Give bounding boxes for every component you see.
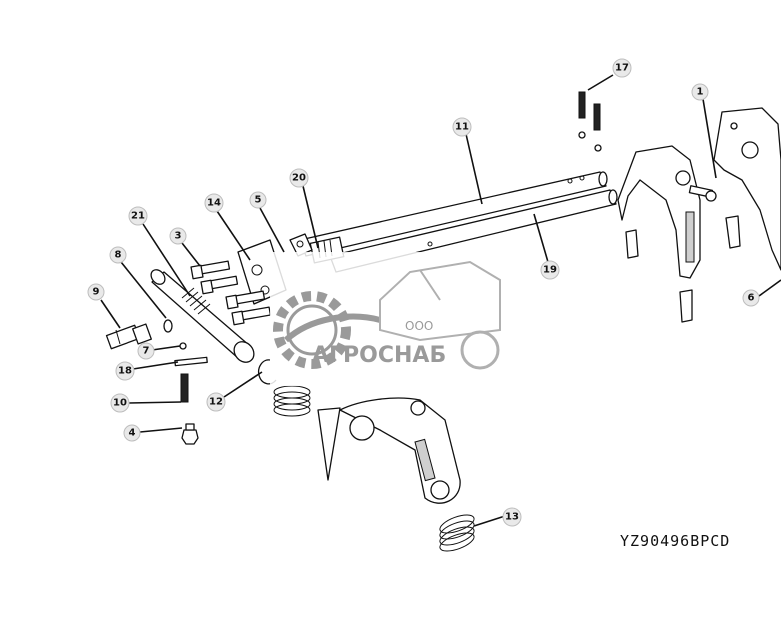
spring-13 xyxy=(439,514,475,552)
nut-4 xyxy=(181,423,199,445)
svg-text:10: 10 xyxy=(113,398,127,409)
figure-code: YZ90496BPCD xyxy=(620,532,731,550)
callout-11: 11 xyxy=(452,117,472,137)
callout-21: 21 xyxy=(128,206,148,226)
svg-text:6: 6 xyxy=(748,293,755,304)
fitting-9 xyxy=(105,323,152,350)
shift-fork-rear xyxy=(713,107,781,271)
detent-shaft xyxy=(150,269,255,363)
svg-text:11: 11 xyxy=(455,122,469,133)
leader-lines xyxy=(100,74,781,527)
callout-13: 13 xyxy=(502,507,522,527)
svg-text:14: 14 xyxy=(207,198,221,209)
callout-6: 6 xyxy=(742,289,760,307)
callout-1: 1 xyxy=(691,83,709,101)
svg-text:18: 18 xyxy=(118,366,132,377)
svg-text:1: 1 xyxy=(697,87,704,98)
svg-text:7: 7 xyxy=(143,346,150,357)
spring-left xyxy=(273,385,311,417)
fork-pads xyxy=(625,215,741,323)
svg-text:17: 17 xyxy=(615,63,629,74)
pin-7 xyxy=(179,342,187,350)
svg-text:4: 4 xyxy=(129,428,136,439)
svg-text:9: 9 xyxy=(93,287,100,298)
svg-text:20: 20 xyxy=(292,173,306,184)
callout-4: 4 xyxy=(123,424,141,442)
callout-18: 18 xyxy=(115,361,135,381)
shift-fork-front xyxy=(617,145,717,279)
svg-text:8: 8 xyxy=(115,250,122,261)
roll-pins-17 xyxy=(578,91,602,152)
callout-20: 20 xyxy=(289,168,309,188)
o-ring-8 xyxy=(163,319,173,333)
callout-7: 7 xyxy=(137,342,155,360)
svg-text:5: 5 xyxy=(255,195,262,206)
gear-icon xyxy=(273,291,381,369)
watermark-prefix: ООО xyxy=(405,319,433,333)
callout-8: 8 xyxy=(109,246,127,264)
callout-3: 3 xyxy=(169,227,187,245)
callout-14: 14 xyxy=(204,193,224,213)
svg-text:3: 3 xyxy=(175,231,182,242)
callout-19: 19 xyxy=(540,260,560,280)
svg-text:19: 19 xyxy=(543,265,557,276)
combine-harvester-icon xyxy=(379,260,501,370)
stud-10 xyxy=(180,373,189,403)
callout-10: 10 xyxy=(110,393,130,413)
svg-text:13: 13 xyxy=(505,512,519,523)
callout-17: 17 xyxy=(612,58,632,78)
callout-12: 12 xyxy=(206,392,226,412)
svg-text:12: 12 xyxy=(209,397,223,408)
shift-lever xyxy=(317,397,461,504)
watermark-company: АГРОСНАБ xyxy=(312,343,446,368)
callout-9: 9 xyxy=(87,283,105,301)
svg-text:21: 21 xyxy=(131,211,145,222)
bolts xyxy=(190,260,272,326)
pin-18 xyxy=(174,356,208,367)
watermark-logo: ООО АГРОСНАБ xyxy=(270,252,532,386)
callout-5: 5 xyxy=(249,191,267,209)
